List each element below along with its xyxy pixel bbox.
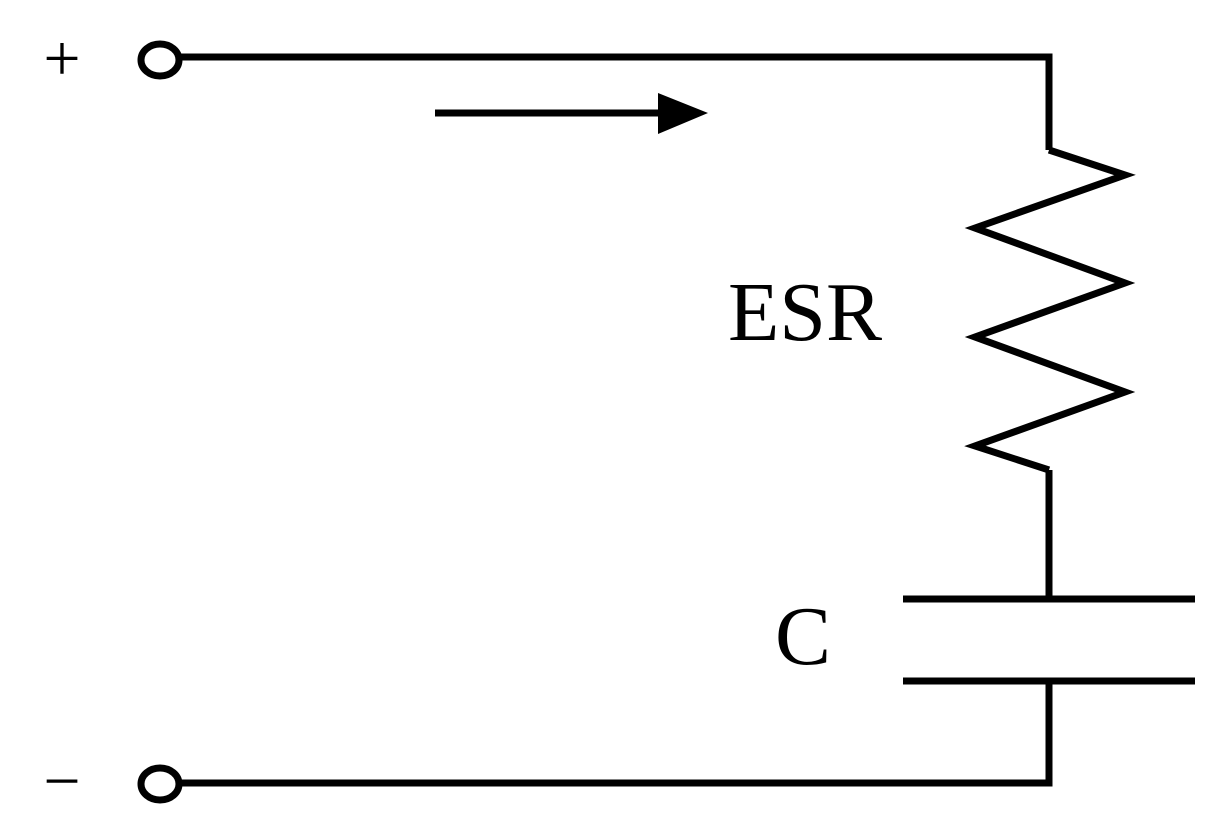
capacitor-label: C <box>775 590 831 683</box>
bottom-wire <box>178 681 1053 787</box>
esr-label: ESR <box>728 266 882 359</box>
positive-terminal <box>137 40 183 80</box>
negative-terminal-label: − <box>43 745 80 818</box>
positive-terminal-label: + <box>43 22 80 95</box>
esr-resistor <box>964 146 1136 474</box>
current-arrow-head <box>658 93 708 134</box>
negative-terminal <box>137 764 183 804</box>
top-wire <box>178 53 1053 150</box>
